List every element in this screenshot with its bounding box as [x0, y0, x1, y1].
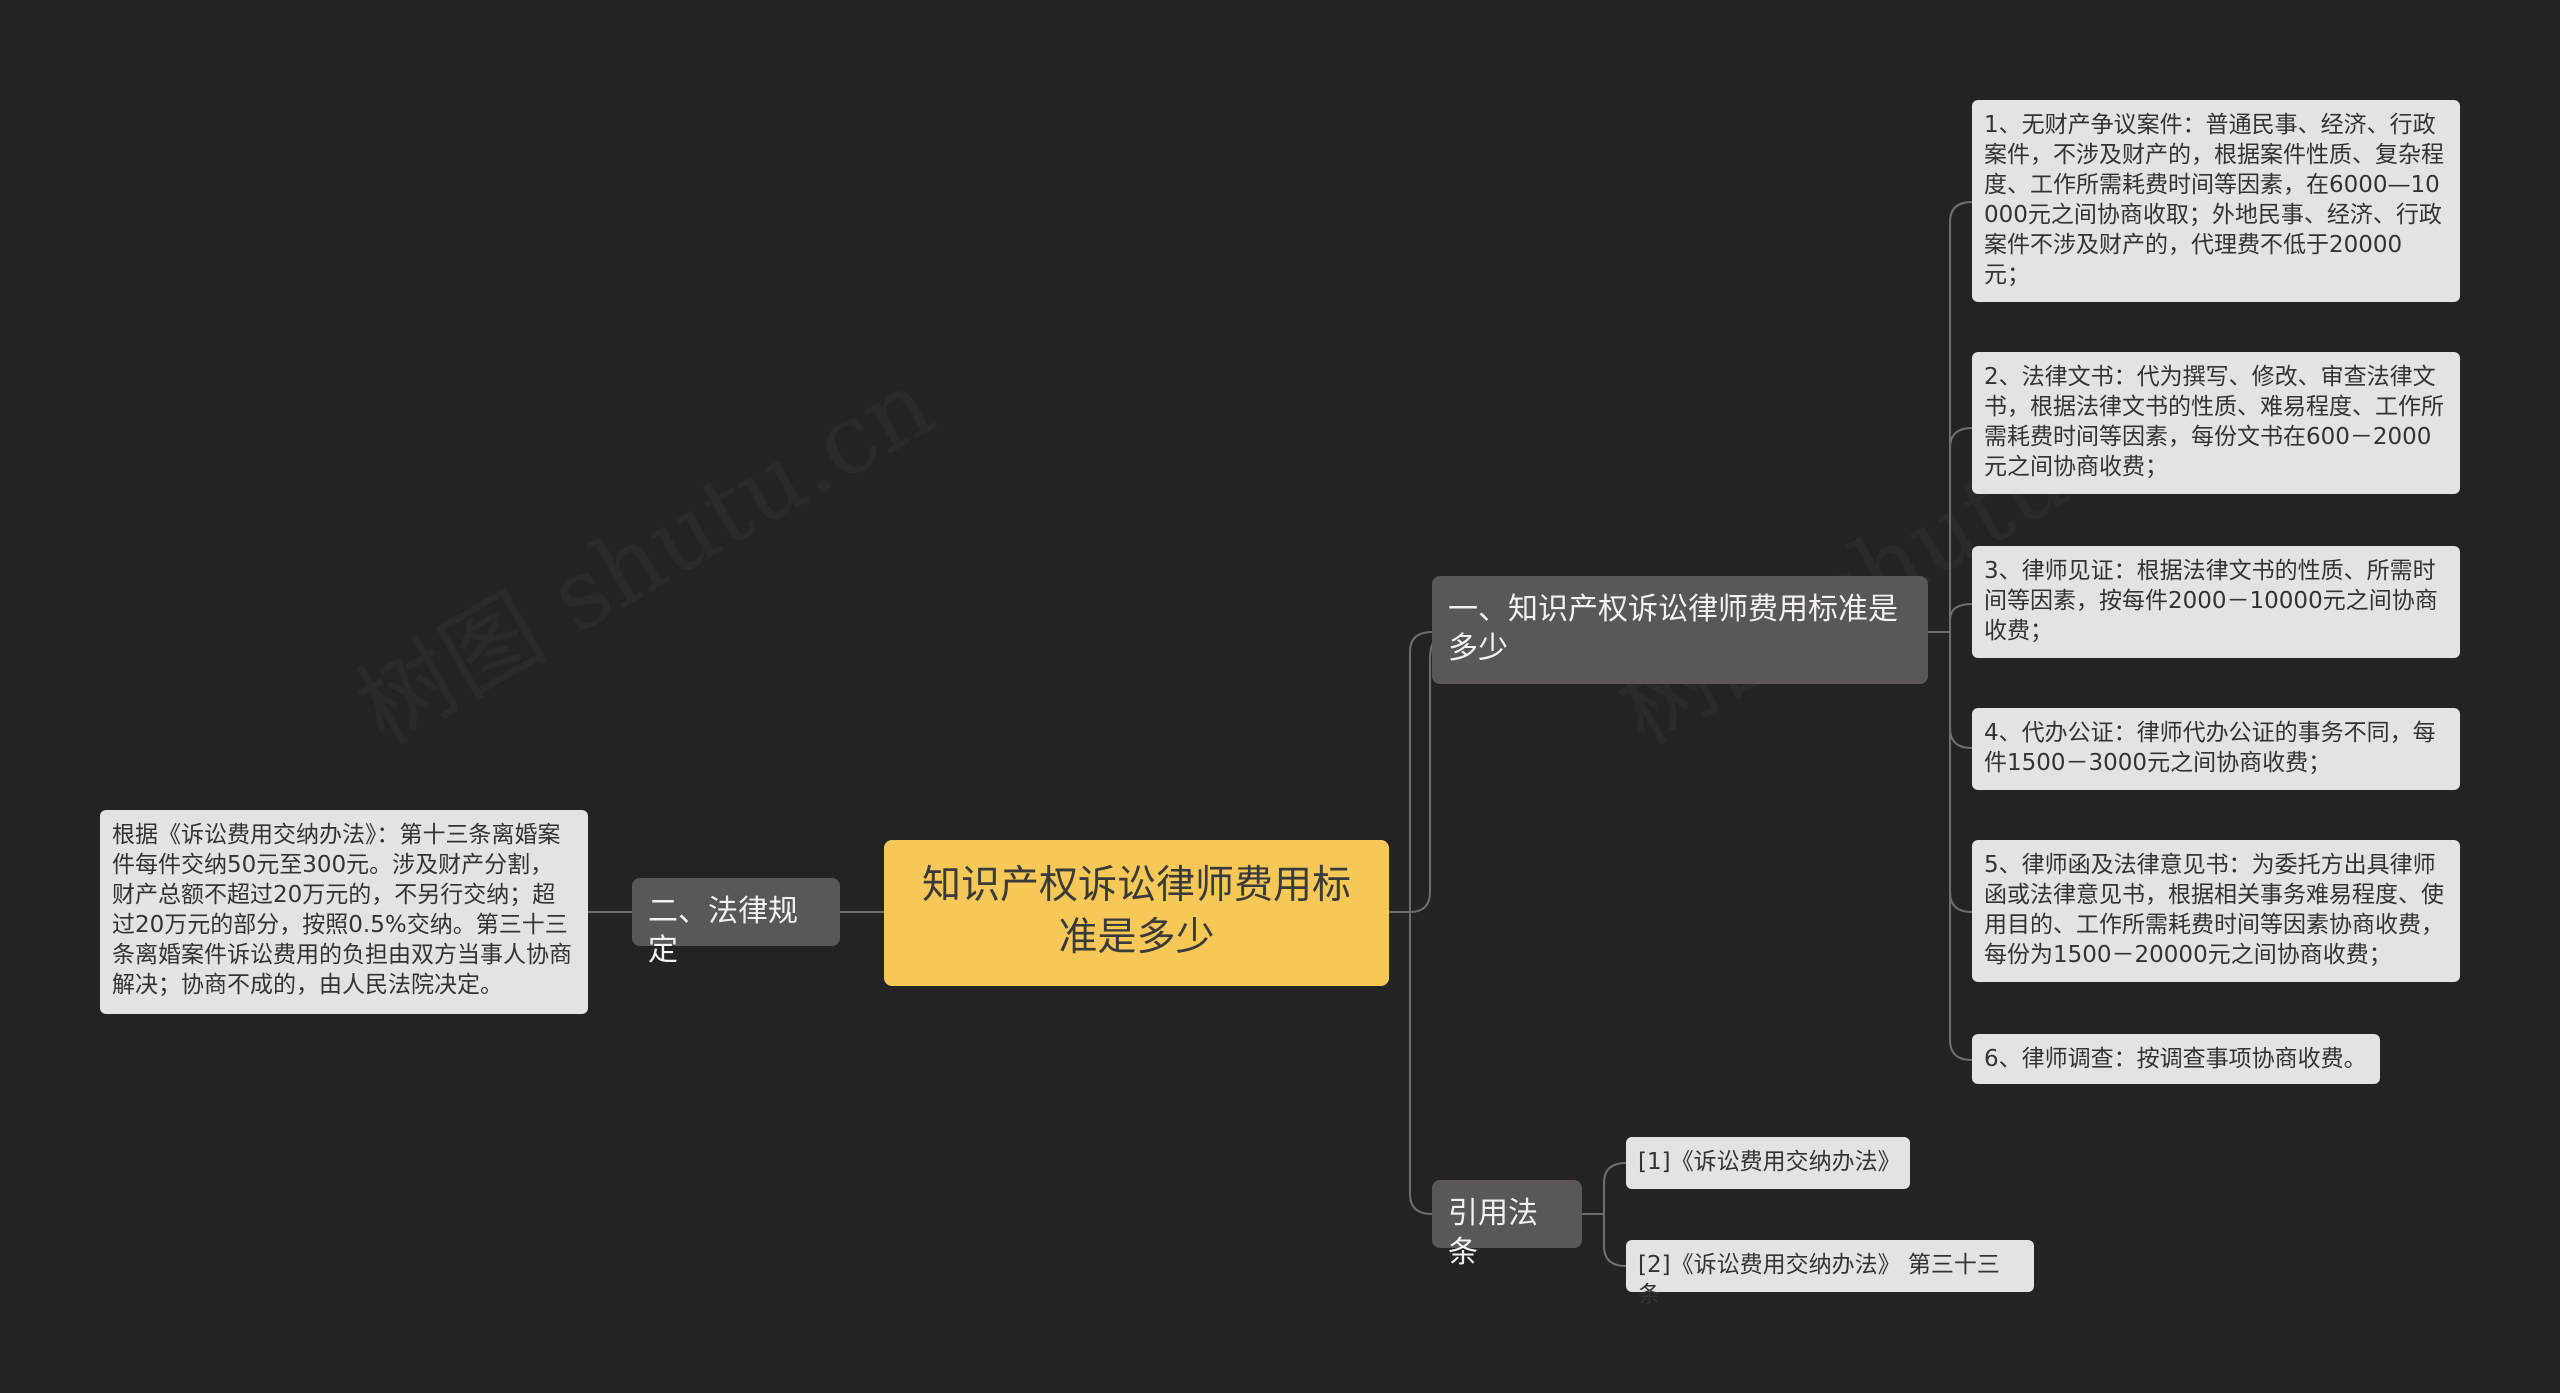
- branch-citations[interactable]: 引用法条: [1432, 1180, 1582, 1270]
- leaf-standard-6[interactable]: 6、律师调查：按调查事项协商收费。: [1972, 1034, 2380, 1084]
- leaf-standard-1-label: 1、无财产争议案件：普通民事、经济、行政案件，不涉及财产的，根据案件性质、复杂程…: [1984, 112, 2444, 288]
- leaf-law-text[interactable]: 根据《诉讼费用交纳办法》：第十三条离婚案件每件交纳50元至300元。涉及财产分割…: [100, 810, 588, 1014]
- link-standard-leaf-3: [1949, 603, 1973, 632]
- link-standard-leaf-6: [1949, 632, 1973, 1061]
- root-topic[interactable]: 知识产权诉讼律师费用标准是多少: [884, 840, 1389, 986]
- leaf-law-text-label: 根据《诉讼费用交纳办法》：第十三条离婚案件每件交纳50元至300元。涉及财产分割…: [112, 822, 572, 998]
- link-citations-leaf-1: [1603, 1162, 1627, 1214]
- leaf-standard-3[interactable]: 3、律师见证：根据法律文书的性质、所需时间等因素，按每件2000－10000元之…: [1972, 546, 2460, 658]
- branch-standard[interactable]: 一、知识产权诉讼律师费用标准是多少: [1432, 576, 1928, 684]
- leaf-standard-2-label: 2、法律文书：代为撰写、修改、审查法律文书，根据法律文书的性质、难易程度、工作所…: [1984, 364, 2444, 480]
- branch-law[interactable]: 二、法律规定: [632, 878, 840, 968]
- root-topic-label: 知识产权诉讼律师费用标准是多少: [921, 863, 1351, 960]
- leaf-standard-2[interactable]: 2、法律文书：代为撰写、修改、审查法律文书，根据法律文书的性质、难易程度、工作所…: [1972, 352, 2460, 494]
- leaf-citation-1-label: [1]《诉讼费用交纳办法》: [1638, 1149, 1901, 1175]
- leaf-citation-1[interactable]: [1]《诉讼费用交纳办法》: [1626, 1137, 1910, 1189]
- leaf-standard-6-label: 6、律师调查：按调查事项协商收费。: [1984, 1046, 2367, 1072]
- leaf-standard-1[interactable]: 1、无财产争议案件：普通民事、经济、行政案件，不涉及财产的，根据案件性质、复杂程…: [1972, 100, 2460, 302]
- leaf-citation-2[interactable]: [2]《诉讼费用交纳办法》 第三十三条: [1626, 1240, 2034, 1308]
- branch-law-label: 二、法律规定: [648, 894, 798, 968]
- link-trunk: [1409, 631, 1433, 912]
- link-standard-leaf-1: [1949, 201, 1973, 632]
- leaf-standard-3-label: 3、律师见证：根据法律文书的性质、所需时间等因素，按每件2000－10000元之…: [1984, 558, 2438, 644]
- link-citations-leaf-2: [1603, 1214, 1627, 1267]
- link-standard-leaf-5: [1949, 632, 1973, 913]
- link-standard-leaf-4: [1949, 632, 1973, 749]
- leaf-citation-2-label: [2]《诉讼费用交纳办法》 第三十三条: [1638, 1252, 2000, 1308]
- leaf-standard-5-label: 5、律师函及法律意见书：为委托方出具律师函或法律意见书，根据相关事务难易程度、使…: [1984, 852, 2444, 968]
- leaf-standard-5[interactable]: 5、律师函及法律意见书：为委托方出具律师函或法律意见书，根据相关事务难易程度、使…: [1972, 840, 2460, 982]
- leaf-standard-4[interactable]: 4、代办公证：律师代办公证的事务不同，每件1500－3000元之间协商收费；: [1972, 708, 2460, 790]
- link-standard-leaf-2: [1949, 427, 1973, 632]
- branch-standard-label: 一、知识产权诉讼律师费用标准是多少: [1448, 592, 1898, 666]
- leaf-standard-4-label: 4、代办公证：律师代办公证的事务不同，每件1500－3000元之间协商收费；: [1984, 720, 2436, 776]
- link-trunk-citations: [1409, 912, 1433, 1215]
- branch-citations-label: 引用法条: [1448, 1196, 1538, 1270]
